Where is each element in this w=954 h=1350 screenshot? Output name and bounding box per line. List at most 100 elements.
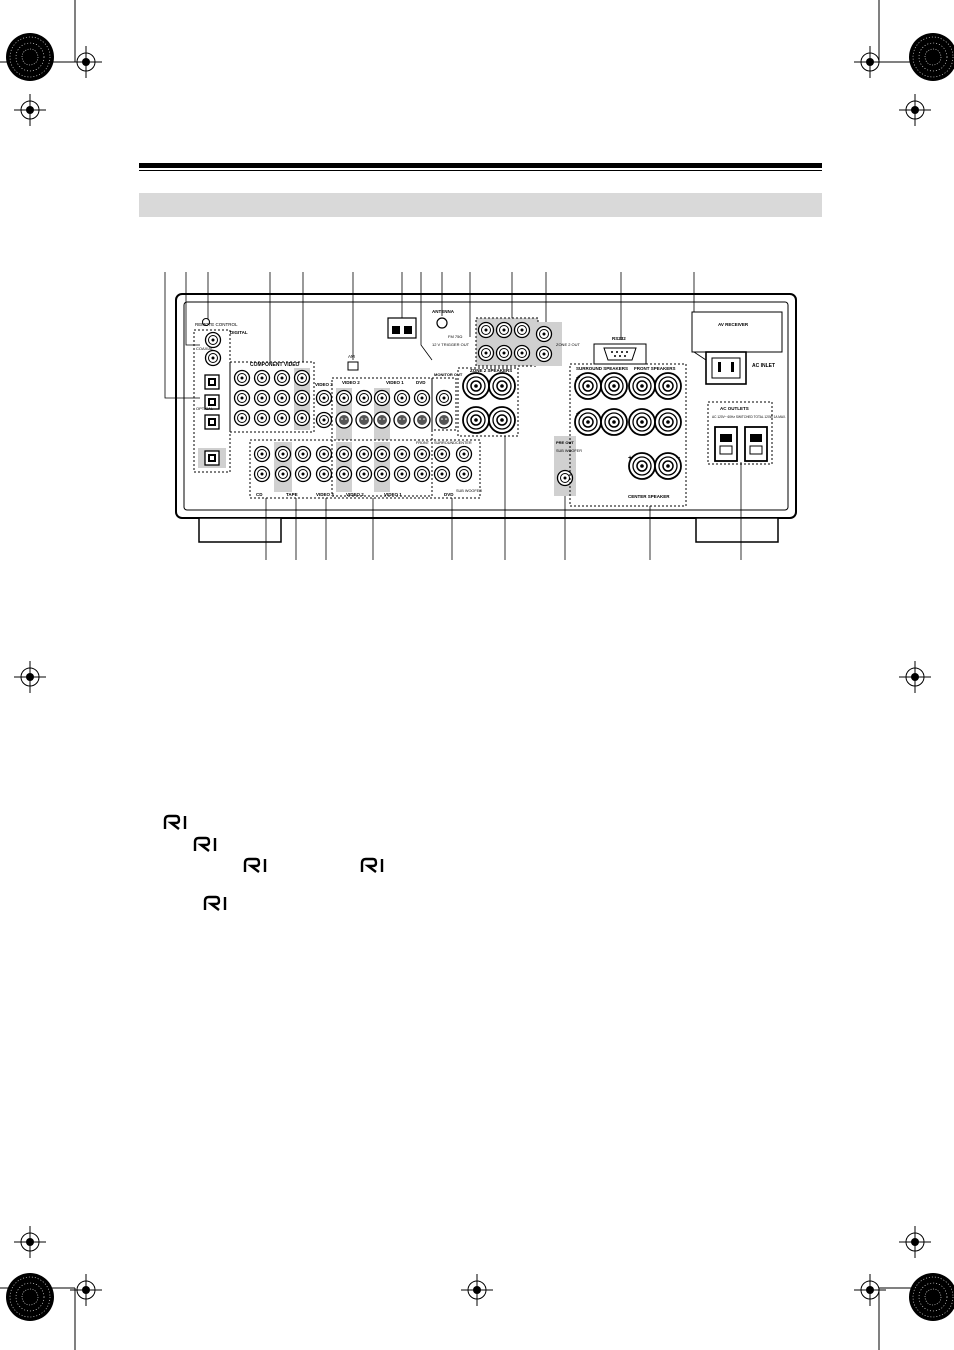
- video1-label: VIDEO 1: [386, 380, 404, 385]
- audio-jack[interactable]: [315, 445, 333, 463]
- audio-jack[interactable]: [355, 445, 373, 463]
- audio-jack[interactable]: [355, 465, 373, 483]
- audio-jack[interactable]: [253, 445, 271, 463]
- component-jack[interactable]: [273, 369, 291, 387]
- trigger-jack[interactable]: [477, 321, 495, 339]
- trigger-jack[interactable]: [477, 344, 495, 362]
- ri-logo-icon: [243, 857, 267, 873]
- center-speaker-terminal[interactable]: [628, 452, 656, 480]
- registration-mark-icon: [898, 93, 932, 127]
- video2-label: VIDEO 2: [342, 380, 360, 385]
- component-jack[interactable]: [253, 409, 271, 427]
- video-jack[interactable]: [315, 389, 333, 407]
- trigger-jack[interactable]: [495, 321, 513, 339]
- component-jack[interactable]: [293, 389, 311, 407]
- multichannel-jack[interactable]: [433, 465, 451, 483]
- registration-mark-icon: [898, 660, 932, 694]
- video-jack[interactable]: [413, 389, 431, 407]
- component-jack[interactable]: [233, 389, 251, 407]
- trigger-jack[interactable]: [513, 344, 531, 362]
- audio-jack[interactable]: [373, 465, 391, 483]
- header-rule-thick: [139, 163, 822, 168]
- rs232-port[interactable]: RS232: [593, 336, 647, 365]
- am-label: AM: [348, 354, 355, 359]
- component-jack[interactable]: [273, 409, 291, 427]
- svideo-jack[interactable]: [373, 411, 391, 429]
- audio-jack[interactable]: [335, 465, 353, 483]
- component-jack[interactable]: [273, 389, 291, 407]
- audio-jack[interactable]: [294, 445, 312, 463]
- speaker-terminal[interactable]: [600, 372, 628, 400]
- svideo-jack[interactable]: [315, 411, 333, 429]
- video-jack[interactable]: [393, 389, 411, 407]
- svideo-jack[interactable]: [393, 411, 411, 429]
- audio-jack[interactable]: [373, 445, 391, 463]
- sub-woofer-label: SUB WOOFER: [456, 489, 482, 493]
- video-jack[interactable]: [373, 389, 391, 407]
- surround-label: SURROUND: [434, 441, 456, 445]
- zone2-out-jack[interactable]: [535, 325, 553, 343]
- subwoofer-label: SUB WOOFER: [556, 449, 582, 453]
- speaker-terminal[interactable]: [462, 372, 490, 400]
- component-jack[interactable]: [253, 369, 271, 387]
- digital-inputs: REMOTE CONTROL DIGITAL COAXIAL OPTICAL: [193, 318, 248, 473]
- registration-mark-icon: [853, 1273, 887, 1307]
- video3-label: VIDEO 3: [315, 382, 333, 387]
- speaker-terminal[interactable]: [488, 372, 516, 400]
- speaker-terminal[interactable]: [654, 408, 682, 436]
- trigger-jack[interactable]: [513, 321, 531, 339]
- svideo-jack[interactable]: [413, 411, 431, 429]
- audio-jack[interactable]: [393, 465, 411, 483]
- audio-jack[interactable]: [315, 465, 333, 483]
- speaker-terminal[interactable]: [654, 372, 682, 400]
- multichannel-jack[interactable]: [413, 465, 431, 483]
- zone2-out-jack[interactable]: [535, 345, 553, 363]
- video-jack[interactable]: [335, 389, 353, 407]
- video1-bottom-label: VIDEO 1: [384, 492, 402, 497]
- speaker-terminal[interactable]: [600, 408, 628, 436]
- ac-outlets-note: AC 120V~ 60Hz SWITCHED TOTAL 120W 1A MAX…: [712, 415, 786, 419]
- multichannel-jack[interactable]: [455, 465, 473, 483]
- audio-jack[interactable]: [274, 445, 292, 463]
- speaker-terminal[interactable]: [628, 372, 656, 400]
- audio-jack[interactable]: [294, 465, 312, 483]
- remote-control-label: REMOTE CONTROL: [195, 322, 238, 327]
- zone2-speakers-label: ZONE 2 SPEAKERS: [470, 368, 512, 373]
- multichannel-jack[interactable]: [433, 445, 451, 463]
- optical-in-jack[interactable]: [204, 414, 220, 430]
- svideo-jack[interactable]: [335, 411, 353, 429]
- ac-outlet[interactable]: [744, 426, 768, 462]
- audio-jack[interactable]: [393, 445, 411, 463]
- ri-logo-icon: [163, 814, 187, 830]
- dvd-label: DVD: [416, 380, 426, 385]
- audio-jack[interactable]: [253, 465, 271, 483]
- component-jack[interactable]: [293, 369, 311, 387]
- component-jack[interactable]: [233, 369, 251, 387]
- registration-sunburst-icon: [5, 32, 55, 82]
- video-jack[interactable]: [355, 389, 373, 407]
- audio-jack[interactable]: [335, 445, 353, 463]
- main-speaker-terminals: SURROUND SPEAKERS FRONT SPEAKERS + + + −…: [569, 363, 687, 507]
- trigger-jack[interactable]: [495, 344, 513, 362]
- coaxial-in-jack[interactable]: [204, 349, 222, 367]
- component-jack[interactable]: [253, 389, 271, 407]
- monitor-svideo-jack[interactable]: [435, 411, 453, 429]
- header-rule-thin: [139, 170, 822, 171]
- svideo-jack[interactable]: [355, 411, 373, 429]
- optical-out-jack[interactable]: [204, 450, 220, 466]
- monitor-out-jack[interactable]: [435, 389, 453, 407]
- speaker-terminal[interactable]: [628, 408, 656, 436]
- component-jack[interactable]: [233, 409, 251, 427]
- multichannel-jack[interactable]: [455, 445, 473, 463]
- audio-jack[interactable]: [274, 465, 292, 483]
- speaker-terminal[interactable]: [462, 406, 490, 434]
- component-jack[interactable]: [293, 409, 311, 427]
- multichannel-jack[interactable]: [413, 445, 431, 463]
- ac-outlets-label: AC OUTLETS: [720, 406, 749, 411]
- speaker-terminal[interactable]: [488, 406, 516, 434]
- ac-outlet[interactable]: [714, 426, 738, 462]
- plus-label: +: [628, 455, 632, 462]
- optical-in-jack[interactable]: [204, 374, 220, 390]
